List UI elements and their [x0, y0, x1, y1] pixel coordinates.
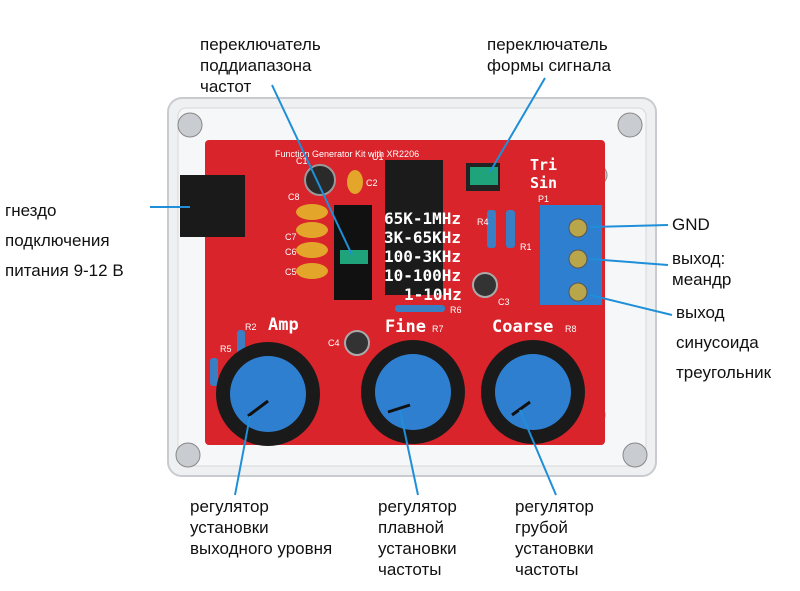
callout-lines: [150, 77, 673, 496]
range-label: 100-3KHz: [384, 247, 461, 266]
component-designator: C2: [366, 178, 378, 188]
waveform-jumper[interactable]: [470, 167, 498, 185]
capacitors-c5-c8: [296, 204, 328, 279]
gnd-label: GND: [672, 215, 710, 234]
range-label: 10-100Hz: [384, 266, 461, 285]
fine-label: Fine: [385, 317, 426, 337]
component-designator: C3: [498, 297, 510, 307]
component-designator: R6: [450, 305, 462, 315]
capacitor-c4: [344, 330, 370, 356]
component-designator: C4: [328, 338, 340, 348]
component-designator: C1: [296, 156, 308, 166]
range-labels: 65K-1MHz 3K-65KHz 100-3KHz 10-100Hz 1-10…: [384, 209, 462, 304]
amp-label: Amp: [268, 315, 299, 335]
power-jack: [180, 175, 245, 237]
range-label: 65K-1MHz: [384, 209, 461, 228]
capacitor-c1: [304, 164, 336, 196]
terminal-screws: [568, 218, 588, 302]
component-designator: C7: [285, 232, 297, 242]
xr2206-chip: [385, 160, 443, 295]
capacitor-c2: [347, 170, 363, 194]
component-designator: R7: [432, 324, 444, 334]
square-output-label: выход:меандр: [672, 249, 732, 289]
capacitor-c3: [472, 272, 498, 298]
component-designator: R5: [220, 344, 232, 354]
coarse-label: Coarse: [492, 317, 553, 337]
component-designator: R1: [520, 242, 532, 252]
range-jumper[interactable]: [340, 250, 368, 264]
component-designator: C6: [285, 247, 297, 257]
component-designator: R4: [477, 217, 489, 227]
coarse-knob[interactable]: [481, 340, 585, 444]
component-designator: R8: [565, 324, 577, 334]
range-label: 3K-65KHz: [384, 228, 461, 247]
component-designator: P1: [538, 194, 549, 204]
component-designator: U1: [372, 152, 384, 162]
amp-knob[interactable]: [216, 342, 320, 446]
board-title: Function Generator Kit with XR2206: [275, 149, 419, 159]
range-label: 1-10Hz: [404, 285, 462, 304]
component-designator: C5: [285, 267, 297, 277]
component-designator: R2: [245, 322, 257, 332]
component-designator: C8: [288, 192, 300, 202]
tri-label: Tri: [530, 156, 557, 174]
fine-knob[interactable]: [361, 340, 465, 444]
sin-label: Sin: [530, 174, 557, 192]
